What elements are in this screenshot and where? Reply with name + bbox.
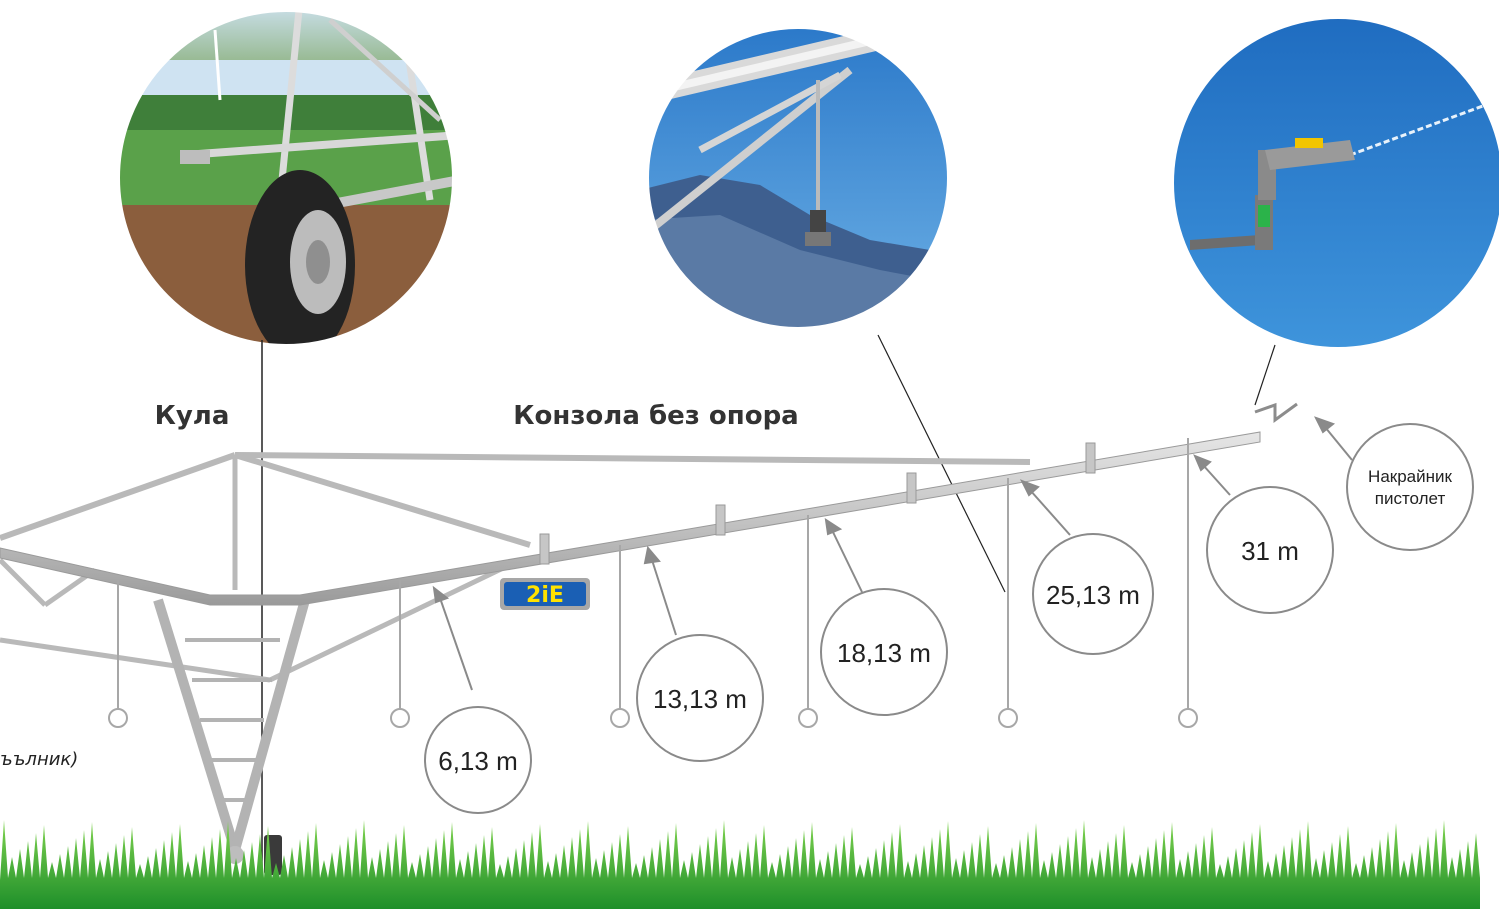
arrow-head-icon [1193, 454, 1212, 472]
pipe-coupling [539, 533, 550, 565]
drop-sprinkler-photo-icon [648, 28, 948, 328]
distance-label-5: 31 m [1241, 536, 1299, 566]
distance-circle-1 [424, 706, 532, 814]
end-gun-label-line2: пистолет [1375, 489, 1446, 508]
main-pipe [0, 402, 1298, 606]
pipe-couplings [539, 442, 1096, 565]
end-gun-label-line1: Накрайник [1368, 467, 1452, 486]
arrow-head-icon [643, 545, 661, 565]
tower-wheel-photo-icon [119, 11, 453, 345]
truncated-left-label: ъълник) [0, 749, 78, 770]
distance-arrows [432, 416, 1353, 691]
distance-circles [424, 423, 1474, 814]
arrow-head-icon [824, 517, 843, 536]
distance-label-1: 6,13 m [438, 746, 518, 776]
photo-frame [1172, 17, 1499, 349]
tower-legs [153, 598, 310, 875]
distance-circle-3 [820, 588, 948, 716]
arrow-head-icon [432, 585, 450, 604]
drop-hoses [108, 438, 1198, 728]
pipe-coupling [906, 472, 917, 504]
pipe-coupling [715, 504, 726, 536]
distance-circle-5 [1206, 486, 1334, 614]
leader-line-endgun [1254, 344, 1276, 406]
grass-strip [0, 820, 1480, 909]
end-gun-photo-icon [1173, 18, 1499, 348]
tower-title: Кула [155, 401, 230, 431]
brand-logo: 2iE [500, 578, 590, 610]
photo-frame [118, 10, 454, 346]
photo-frame [647, 27, 949, 329]
distance-circle-4 [1032, 533, 1154, 655]
overhang-title: Конзола без опора [513, 401, 798, 431]
distance-circle-2 [636, 634, 764, 762]
arrow-head-icon [1313, 416, 1336, 434]
distance-label-3: 18,13 m [837, 638, 931, 668]
logo-text: 2iE [526, 583, 564, 608]
truss-structure [0, 452, 1031, 683]
distance-label-4: 25,13 m [1046, 580, 1140, 610]
distance-label-2: 13,13 m [653, 684, 747, 714]
arrow-head-icon [1019, 479, 1040, 497]
pipe-coupling [1085, 442, 1096, 474]
end-gun-circle [1346, 423, 1474, 551]
